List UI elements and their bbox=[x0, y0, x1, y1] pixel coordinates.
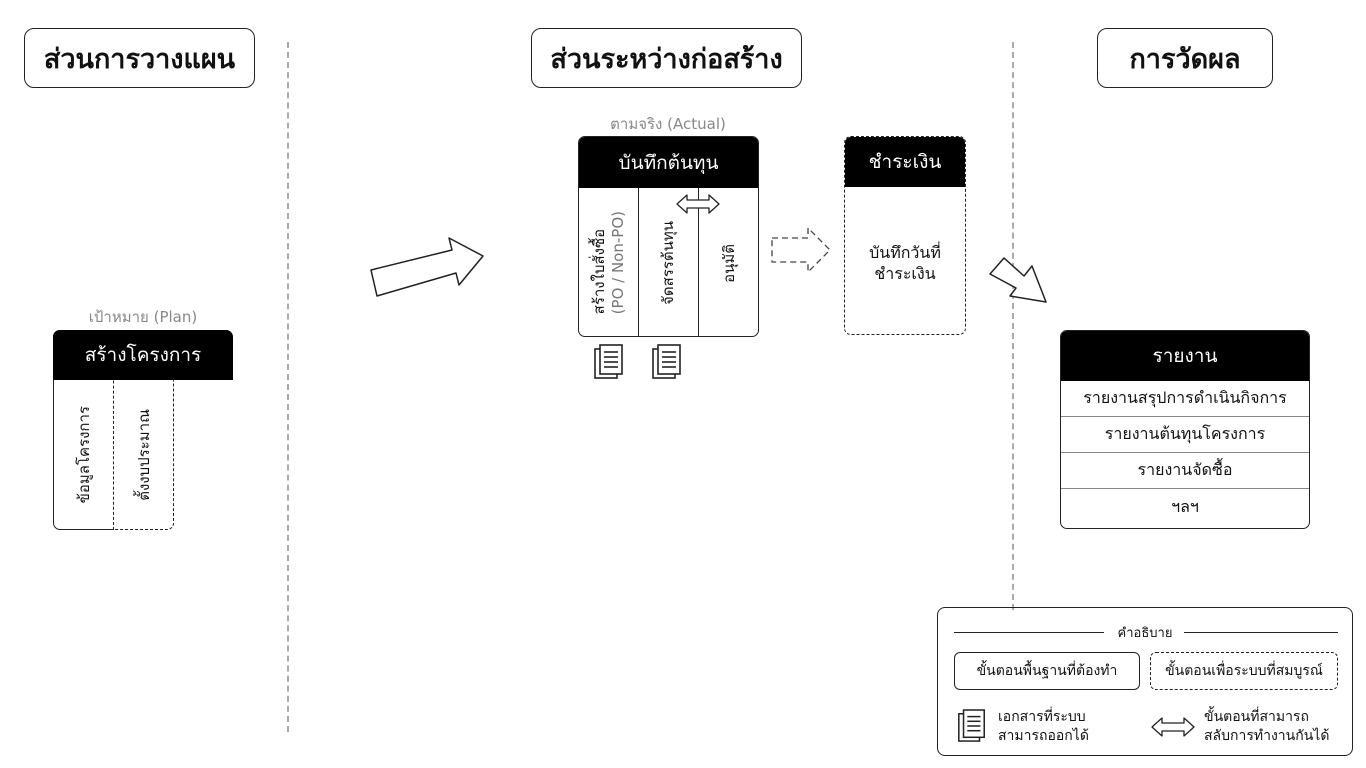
plan-caption: เป้าหมาย (Plan) bbox=[88, 308, 198, 326]
section-title-planning: ส่วนการวางแผน bbox=[24, 28, 255, 88]
report-row-etc: ฯลฯ bbox=[1171, 496, 1199, 516]
payment-title: ชำระเงิน bbox=[845, 137, 965, 187]
legend-document-text: เอกสารที่ระบบ สามารถออกได้ bbox=[998, 708, 1089, 746]
report-title: รายงาน bbox=[1061, 331, 1309, 381]
actual-column-purchase-order: สร้างใบสั่งซื้อ(PO / Non-PO) bbox=[579, 188, 638, 336]
report-row-summary: รายงานสรุปการดำเนินกิจการ bbox=[1061, 381, 1309, 417]
section-title-measurement: การวัดผล bbox=[1097, 28, 1273, 88]
legend-swap-text: ขั้นตอนที่สามารถ สลับการทำงานกันได้ bbox=[1204, 708, 1329, 746]
actual-column-approve-label: อนุมัติ bbox=[720, 243, 739, 283]
legend-document-line1: เอกสารที่ระบบ bbox=[998, 709, 1086, 725]
document-icon bbox=[652, 344, 681, 379]
actual-column-allocate-cost-label: จัดสรรต้นทุน bbox=[659, 221, 678, 305]
legend-swap-line1: ขั้นตอนที่สามารถ bbox=[1204, 709, 1309, 725]
actual-column-purchase-order-label: สร้างใบสั่งซื้อ(PO / Non-PO) bbox=[590, 211, 628, 314]
divider-planning-construction bbox=[287, 42, 289, 732]
legend-swap-icon bbox=[1151, 717, 1195, 737]
section-title-construction: ส่วนระหว่างก่อสร้าง bbox=[531, 28, 802, 88]
payment-body-line2: ชำระเงิน bbox=[874, 263, 936, 283]
legend-swap-line2: สลับการทำงานกันได้ bbox=[1204, 727, 1330, 744]
report-row-purchasing: รายงานจัดซื้อ bbox=[1061, 453, 1309, 489]
actual-caption: ตามจริง (Actual) bbox=[610, 115, 726, 133]
arrow-plan-to-actual-icon bbox=[370, 237, 484, 297]
report-row-project-cost: รายงานต้นทุนโครงการ bbox=[1061, 417, 1309, 453]
legend-optional-step: ขั้นตอนเพื่อระบบที่สมบูรณ์ bbox=[1150, 652, 1338, 690]
arrow-payment-to-report-icon bbox=[989, 257, 1047, 303]
swap-arrow-icon bbox=[676, 194, 720, 214]
actual-title: บันทึกต้นทุน bbox=[579, 137, 758, 188]
document-icon bbox=[594, 344, 623, 379]
legend-rule-right bbox=[1184, 632, 1338, 633]
plan-column-budget-label: ตั้งงบประมาณ bbox=[134, 409, 153, 501]
arrow-actual-to-payment-icon bbox=[771, 227, 831, 273]
plan-title: สร้างโครงการ bbox=[53, 330, 233, 380]
actual-card: บันทึกต้นทุน สร้างใบสั่งซื้อ(PO / Non-PO… bbox=[578, 136, 759, 337]
purchase-order-sub: (PO / Non-PO) bbox=[608, 211, 627, 315]
payment-card: ชำระเงิน บันทึกวันที่ ชำระเงิน bbox=[844, 136, 966, 335]
plan-column-project-info-label: ข้อมูลโครงการ bbox=[74, 406, 93, 504]
purchase-order-main: สร้างใบสั่งซื้อ bbox=[589, 229, 608, 315]
legend-basic-step: ขั้นตอนพื้นฐานที่ต้องทำ bbox=[954, 652, 1140, 690]
legend-title: คำอธิบาย bbox=[1117, 626, 1173, 641]
plan-column-budget: ตั้งงบประมาณ bbox=[114, 380, 174, 530]
report-card: รายงาน รายงานสรุปการดำเนินกิจการ รายงานต… bbox=[1060, 330, 1310, 529]
payment-body: บันทึกวันที่ ชำระเงิน bbox=[845, 243, 965, 285]
legend-rule-left bbox=[954, 632, 1104, 633]
actual-column-divider-1 bbox=[638, 188, 639, 336]
payment-body-line1: บันทึกวันที่ bbox=[869, 243, 941, 262]
divider-construction-measurement bbox=[1012, 42, 1014, 610]
actual-column-divider-2 bbox=[698, 188, 699, 336]
legend-document-line2: สามารถออกได้ bbox=[998, 727, 1089, 744]
legend-document-icon bbox=[958, 709, 985, 742]
legend: คำอธิบาย ขั้นตอนพื้นฐานที่ต้องทำ ขั้นตอน… bbox=[937, 607, 1353, 756]
plan-column-project-info: ข้อมูลโครงการ bbox=[53, 380, 115, 530]
